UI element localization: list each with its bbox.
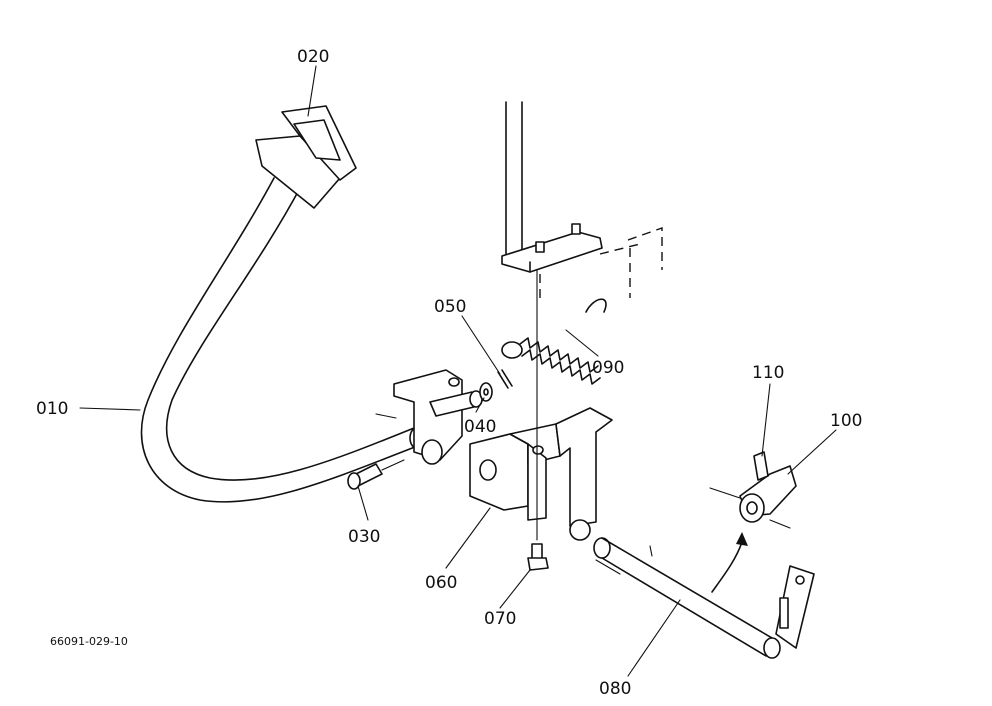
collar-and-pin: [709, 451, 797, 593]
callout-050: 050: [434, 297, 466, 317]
clevis-pin: [347, 459, 405, 490]
callout-010: 010: [36, 399, 68, 419]
washer-and-split-pin: [479, 369, 513, 402]
tension-spring: [501, 298, 607, 385]
callout-020: 020: [297, 47, 329, 67]
callout-030: 030: [348, 527, 380, 547]
figure-code: 66091-029-10: [50, 635, 128, 648]
callout-100: 100: [830, 411, 862, 431]
frame-phantom: [501, 101, 663, 300]
pivot-bracket: [375, 369, 483, 465]
callout-070: 070: [484, 609, 516, 629]
callout-060: 060: [425, 573, 457, 593]
pedal-arm: [140, 177, 427, 503]
pedal-pad: [255, 105, 357, 209]
callout-110: 110: [752, 363, 784, 383]
pedal-stay-bracket: [469, 407, 613, 541]
callouts: 010 020 030 040 050 060 070 080 090 100 …: [36, 47, 862, 699]
cross-shaft: [593, 537, 815, 659]
leader-lines: [79, 65, 837, 677]
callout-080: 080: [599, 679, 631, 699]
bolt: [527, 269, 549, 571]
callout-040: 040: [464, 417, 496, 437]
callout-090: 090: [592, 358, 624, 378]
